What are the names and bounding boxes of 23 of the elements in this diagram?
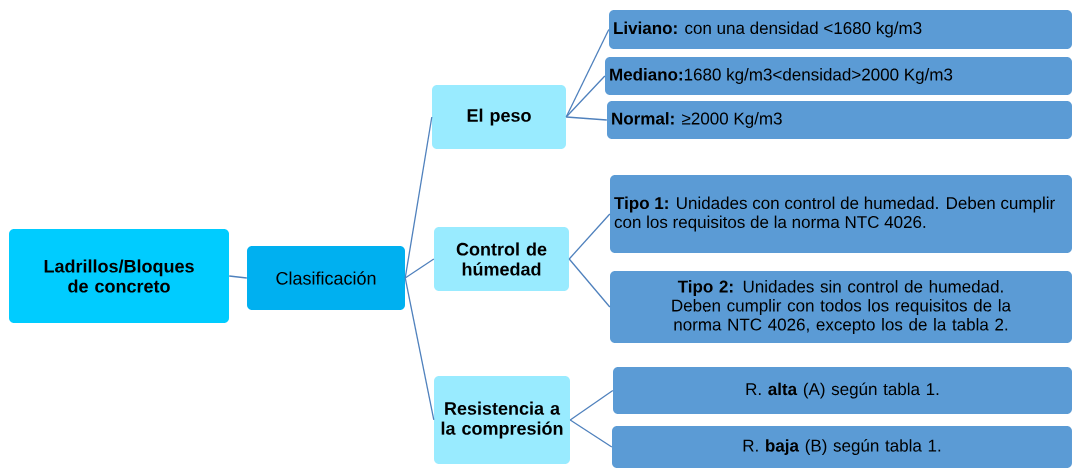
- category-box: Control de húmedad: [434, 227, 569, 291]
- connector-line: [404, 116, 433, 279]
- category-box: Resistencia a la compresión: [434, 376, 570, 464]
- connector-line: [569, 419, 613, 448]
- connector-line: [568, 213, 611, 260]
- description-box: Tipo 1: Unidades con control de humedad. Deben cumplir con los requisitos de la norma NTC 4026.: [610, 175, 1072, 253]
- description-box: R. baja (B) según tabla 1.: [612, 426, 1072, 468]
- description-box: Liviano: con una densidad <1680 kg/m3: [609, 10, 1072, 49]
- description-box: Mediano:1680 kg/m3<densidad>2000 Kg/m3: [605, 57, 1072, 95]
- connector-line: [569, 389, 614, 421]
- connector-line: [568, 258, 611, 308]
- connector-line: [565, 116, 608, 121]
- connector-line: [404, 258, 435, 279]
- description-box: R. alta (A) según tabla 1.: [613, 367, 1072, 414]
- description-box: Normal: ≥2000 Kg/m3: [607, 101, 1072, 139]
- description-box: Tipo 2: Unidades sin control de humedad. Deben cumplir con todos los requisitos de la norma NTC 4026, excepto los de la tabla 2.: [610, 271, 1072, 343]
- category-box: El peso: [432, 85, 566, 149]
- connector-line: [228, 275, 248, 279]
- category-box: Ladrillos/Bloques de concreto: [9, 229, 229, 323]
- connector-line: [404, 277, 435, 421]
- category-box: Clasificación: [247, 246, 405, 310]
- connector-line: [565, 75, 606, 118]
- connector-line: [565, 28, 610, 118]
